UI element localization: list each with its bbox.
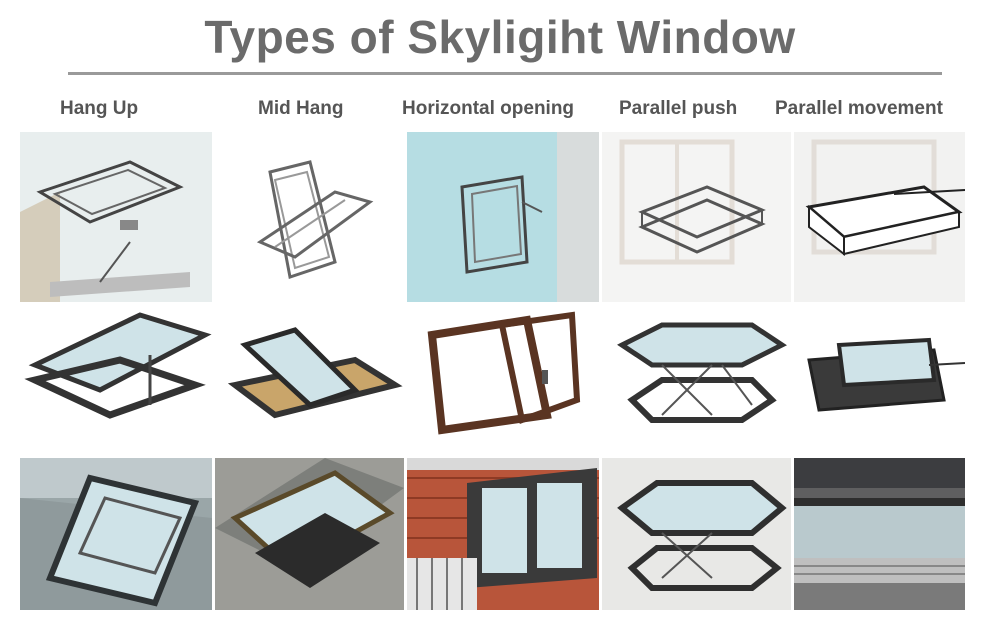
mid-hang-line-drawing bbox=[215, 132, 404, 302]
row-product-renders bbox=[20, 305, 965, 455]
column-label-hang-up: Hang Up bbox=[60, 98, 139, 119]
row-line-drawings bbox=[20, 132, 965, 302]
parallel-push-product-render bbox=[602, 305, 791, 455]
parallel-push-installed-photo bbox=[602, 458, 791, 610]
hang-up-product-render bbox=[20, 305, 212, 455]
hang-up-installed-photo bbox=[20, 458, 212, 610]
column-label-mid-hang: Mid Hang bbox=[258, 98, 344, 119]
parallel-movement-line-drawing bbox=[794, 132, 965, 302]
parallel-push-line-drawing bbox=[602, 132, 791, 302]
page-title: Types of Skyligiht Window bbox=[204, 11, 796, 63]
column-label-horizontal-opening: Horizontal opening bbox=[402, 98, 575, 119]
row-installed-photos bbox=[20, 458, 965, 610]
parallel-movement-installed-photo bbox=[794, 458, 965, 610]
mid-hang-installed-photo bbox=[215, 458, 404, 610]
horizontal-opening-line-drawing bbox=[407, 132, 599, 302]
column-label-parallel-movement: Parallel movement bbox=[775, 98, 943, 119]
parallel-movement-product-render bbox=[794, 305, 965, 455]
mid-hang-product-render bbox=[215, 305, 404, 455]
horizontal-opening-installed-photo bbox=[407, 458, 599, 610]
title-divider bbox=[68, 72, 942, 75]
hang-up-line-drawing bbox=[20, 132, 212, 302]
horizontal-opening-product-render bbox=[407, 305, 599, 455]
column-label-parallel-push: Parallel push bbox=[619, 98, 738, 119]
